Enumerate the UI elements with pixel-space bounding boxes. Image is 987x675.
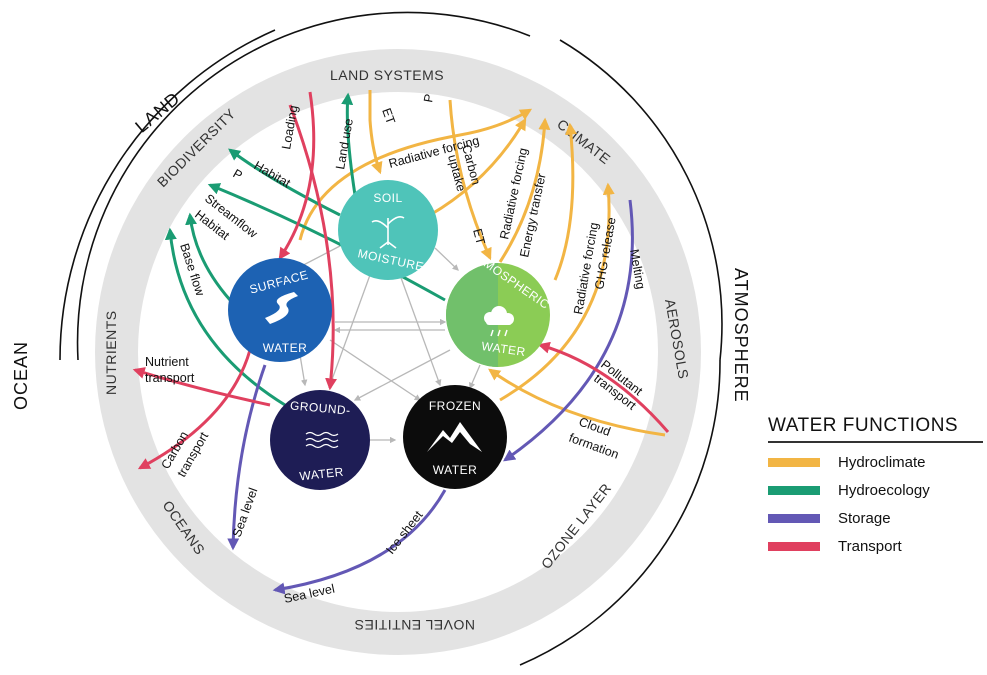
node-surface-label-2: WATER: [263, 341, 308, 355]
node-atmospheric-water: ATMOSPHERIC WATER: [446, 247, 552, 367]
flow-label-et-mid: ET: [470, 227, 488, 246]
ring-label-nutrients: NUTRIENTS: [103, 310, 119, 395]
node-frozen-label-1: FROZEN: [429, 399, 481, 413]
legend-title: WATER FUNCTIONS: [768, 415, 983, 443]
legend-swatch-storage: [768, 514, 820, 523]
legend-item-hydroclimate: Hydroclimate: [768, 454, 983, 471]
node-soil-label-1: SOIL: [373, 191, 402, 205]
legend-label-hydroecology: Hydroecology: [838, 482, 930, 499]
legend: WATER FUNCTIONS Hydroclimate Hydroecolog…: [768, 415, 983, 555]
legend-swatch-hydroecology: [768, 486, 820, 495]
legend-item-hydroecology: Hydroecology: [768, 482, 983, 499]
node-surface-water: SURFACE WATER: [228, 258, 332, 362]
legend-label-hydroclimate: Hydroclimate: [838, 454, 926, 471]
hydroclimate-flows: [298, 90, 666, 437]
legend-item-storage: Storage: [768, 510, 983, 527]
legend-label-storage: Storage: [838, 510, 891, 527]
outer-arcs: [59, 11, 723, 666]
cloud-rain-icon: [484, 306, 514, 337]
transport-flows: [132, 91, 670, 470]
label-ocean: OCEAN: [11, 341, 31, 410]
node-frozen-water: FROZEN WATER: [403, 385, 507, 489]
node-ground-label-2: WATER: [299, 465, 345, 484]
plant-icon: [371, 216, 405, 249]
label-atmosphere: ATMOSPHERE: [731, 268, 751, 403]
legend-swatch-hydroclimate: [768, 458, 820, 467]
node-connections: [288, 245, 481, 444]
node-frozen-label-2: WATER: [433, 463, 478, 477]
flow-label-nutrient-2: transport: [145, 371, 195, 385]
flow-label-melting: Melting: [627, 248, 648, 290]
boundary-ring: [95, 49, 701, 655]
legend-label-transport: Transport: [838, 538, 902, 555]
node-atmospheric-label-2: WATER: [481, 339, 527, 359]
node-groundwater: GROUND- WATER: [270, 390, 370, 490]
hydroecology-flows: [164, 92, 446, 407]
waves-icon: [305, 431, 339, 449]
ring-label-novel-entities: NOVEL ENTITIES: [354, 617, 475, 633]
storage-flows: [227, 199, 634, 595]
legend-swatch-transport: [768, 542, 820, 551]
river-icon: [265, 292, 298, 324]
node-ground-label-1: GROUND-: [289, 398, 351, 417]
flow-label-nutrient-1: Nutrient: [145, 355, 189, 369]
node-soil-moisture: SOIL MOISTURE: [338, 180, 438, 280]
mountain-icon: [427, 422, 482, 452]
flow-label-p-top: P: [421, 93, 436, 104]
ring-label-land-systems: LAND SYSTEMS: [330, 67, 444, 83]
legend-item-transport: Transport: [768, 538, 983, 555]
label-land: LAND: [131, 88, 184, 137]
flow-label-et-top: ET: [379, 106, 398, 126]
